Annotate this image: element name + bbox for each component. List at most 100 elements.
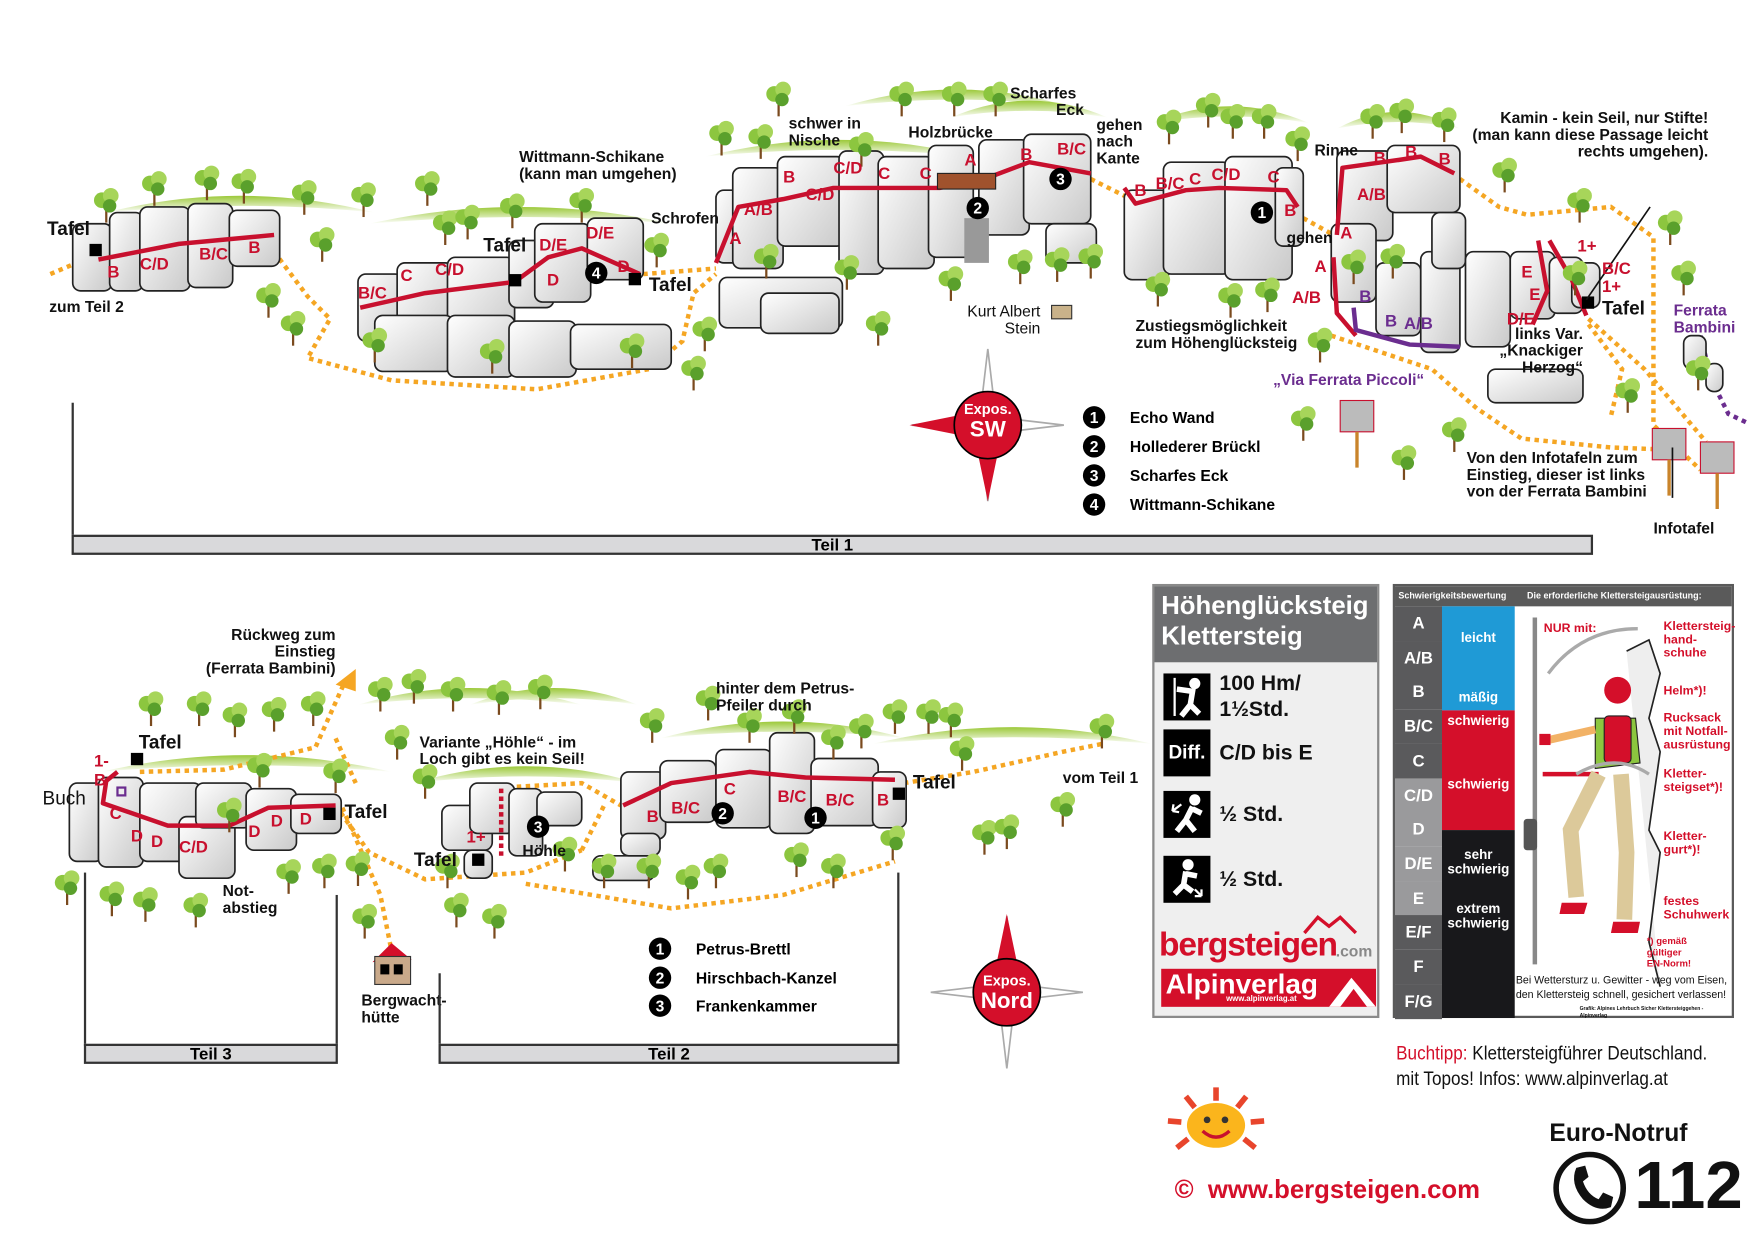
tree-crown	[775, 92, 789, 107]
tree-crown	[495, 691, 510, 705]
route-title: Höhenglücksteig Klettersteig	[1154, 586, 1378, 663]
tree-icon	[552, 836, 578, 872]
approach-path	[903, 741, 1103, 786]
arrow-icon	[335, 668, 356, 692]
kurt-albert-line: Stein	[1004, 318, 1041, 337]
tree-crown	[423, 182, 438, 196]
tree-crown	[645, 853, 662, 870]
wooden-bridge	[936, 172, 997, 190]
via-ferrata-piccoli-route	[1351, 307, 1461, 350]
tree-icon	[352, 903, 378, 939]
tree-crown	[775, 81, 791, 98]
tree-icon	[1255, 277, 1280, 313]
tree-crown	[858, 713, 874, 730]
hill	[704, 139, 974, 157]
tree-icon	[217, 797, 242, 833]
grade-label: 1+	[1601, 277, 1622, 297]
tree-crown	[421, 764, 438, 780]
tree-crown	[464, 204, 480, 221]
tree-crown	[1398, 98, 1415, 115]
marker-number: 1	[648, 937, 672, 960]
ferrata-bambini-line: Bambini	[1673, 317, 1736, 336]
notabstieg-line: Not-	[222, 881, 254, 900]
warning-line: den Klettersteig schnell, gesichert verl…	[1515, 988, 1727, 1002]
tree-crown	[1204, 104, 1219, 118]
tree-crown	[289, 310, 306, 327]
tree-icon	[695, 685, 721, 721]
ferrata-bambini-path	[1698, 335, 1749, 425]
equipment-label: Kletter-gurt*)!	[1664, 830, 1707, 857]
tree-icon	[1251, 104, 1277, 139]
tree-icon	[994, 814, 1020, 850]
marker-number: 1	[1082, 406, 1106, 429]
rock	[1274, 166, 1305, 247]
header-right: Die erforderliche Klettersteigausrüstung…	[1527, 590, 1702, 601]
tree-crown	[889, 836, 903, 851]
marker-number: 2	[648, 966, 672, 989]
legend-name: Hollederer Brückl	[1129, 437, 1261, 456]
nur-mit-label: NUR mit:	[1543, 621, 1597, 636]
tree-crown	[718, 120, 734, 137]
tafel-sign-icon	[472, 853, 485, 866]
tree-crown	[950, 92, 965, 107]
category-label: schwierig	[1447, 776, 1510, 793]
difficulty-row: Diff. C/D bis E	[1163, 729, 1313, 777]
infotafel-label: Infotafel	[1653, 519, 1715, 537]
warning-line: Bei Wettersturz u. Gewitter - weg vom Ei…	[1515, 974, 1728, 987]
tree-icon	[186, 691, 212, 727]
tree-crown	[285, 870, 299, 884]
tree-crown	[1059, 803, 1073, 817]
grade-scale-item: B/C	[1395, 709, 1443, 745]
equipment-line: Rucksack	[1663, 711, 1721, 725]
logo-word: Alpinverlag	[1165, 968, 1319, 1001]
legend-name: Hirschbach-Kanzel	[695, 968, 837, 987]
approach-path	[340, 806, 396, 963]
tree-crown	[1576, 199, 1590, 213]
tree-crown	[1165, 120, 1180, 135]
tree-crown	[874, 322, 889, 336]
kamin-note: Kamin - kein Seil, nur Stifte! (man kann…	[1472, 109, 1708, 160]
tree-icon	[1380, 243, 1406, 279]
tree-crown	[147, 691, 164, 708]
tree-crown	[947, 277, 961, 291]
tree-icon	[528, 674, 553, 710]
schwer-in-label: schwer in	[788, 114, 861, 133]
tree-crown	[925, 710, 939, 724]
tree-crown	[371, 327, 388, 344]
grade-label: C/D	[805, 185, 835, 205]
approach-path	[1302, 216, 1335, 237]
tree-crown	[830, 853, 846, 870]
links-var-line: „Knackiger	[1499, 341, 1583, 360]
tree-crown	[231, 702, 248, 719]
tree-crown	[203, 165, 220, 182]
grade-label: D	[270, 812, 283, 832]
tree-crown	[830, 724, 846, 741]
tree-crown	[653, 243, 667, 258]
tree-icon	[1089, 713, 1115, 749]
tree-crown	[1389, 255, 1403, 269]
tree-icon	[54, 870, 80, 906]
tree-icon	[345, 851, 371, 887]
grade-label: D	[547, 270, 560, 290]
tree-crown	[1087, 255, 1101, 269]
tree-icon	[93, 187, 119, 223]
tree-crown	[992, 81, 1008, 98]
copyright-link[interactable]: © www.bergsteigen.com	[1174, 1174, 1481, 1204]
tree-crown	[981, 831, 995, 845]
tree-crown	[600, 864, 615, 879]
tree-crown	[371, 338, 385, 353]
pointer-line	[1585, 206, 1651, 301]
tree-crown	[578, 199, 592, 213]
grade-scale-item: A/B	[1395, 640, 1443, 676]
rock	[508, 320, 577, 378]
tree-icon	[440, 676, 466, 712]
approach-path	[579, 804, 607, 852]
kante-label: Kante	[1096, 148, 1140, 167]
time-value: 1½Std.	[1219, 698, 1290, 722]
tree-crown	[790, 699, 807, 715]
weather-warning: Bei Wettersturz u. Gewitter - weg vom Ei…	[1516, 973, 1727, 1002]
tree-crown	[321, 853, 337, 870]
tree-icon	[784, 842, 809, 878]
grade-label: A/B	[1292, 288, 1322, 308]
